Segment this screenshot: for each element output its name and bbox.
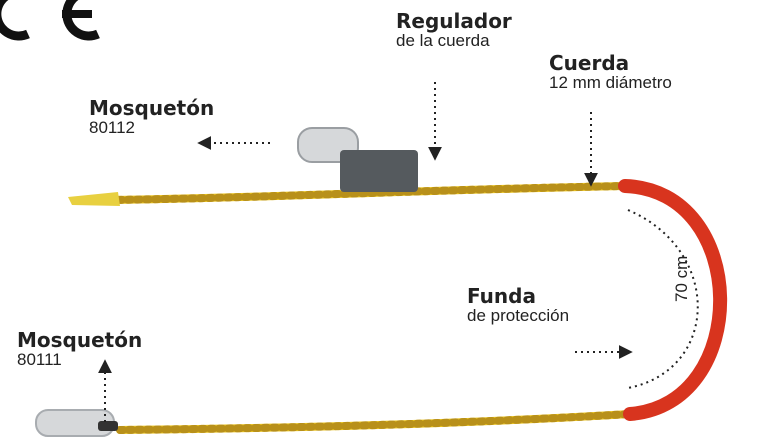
top-rope-end <box>68 192 120 206</box>
label-cuerda: Cuerda 12 mm diámetro <box>549 52 672 93</box>
label-funda-title: Funda <box>467 284 536 308</box>
label-funda: Funda de protección <box>467 285 569 326</box>
label-mosqueton-80111-title: Mosquetón <box>17 328 143 352</box>
label-mosqueton-80111: Mosquetón 80111 <box>17 329 142 370</box>
protective-sleeve <box>618 179 728 421</box>
length-label: 70 cm <box>672 255 691 302</box>
ce-logo <box>0 0 100 41</box>
label-cuerda-title: Cuerda <box>549 51 630 75</box>
label-funda-subtitle: de protección <box>467 306 570 325</box>
bottom-rope-twist <box>116 410 634 434</box>
carabiner-80111 <box>35 409 118 437</box>
label-regulador-subtitle: de la cuerda <box>396 31 490 50</box>
top-rope-twist <box>106 182 629 204</box>
label-mosqueton-80112-title: Mosquetón <box>89 96 215 120</box>
carabiner-80112 <box>297 127 418 192</box>
label-mosqueton-80112-subtitle: 80112 <box>89 118 136 137</box>
label-cuerda-subtitle: 12 mm diámetro <box>549 73 672 92</box>
label-regulador: Regulador de la cuerda <box>396 10 512 51</box>
label-mosqueton-80111-subtitle: 80111 <box>17 350 62 369</box>
label-mosqueton-80112: Mosquetón 80112 <box>89 97 214 138</box>
length-arc <box>627 209 699 389</box>
label-regulador-title: Regulador <box>396 9 512 33</box>
